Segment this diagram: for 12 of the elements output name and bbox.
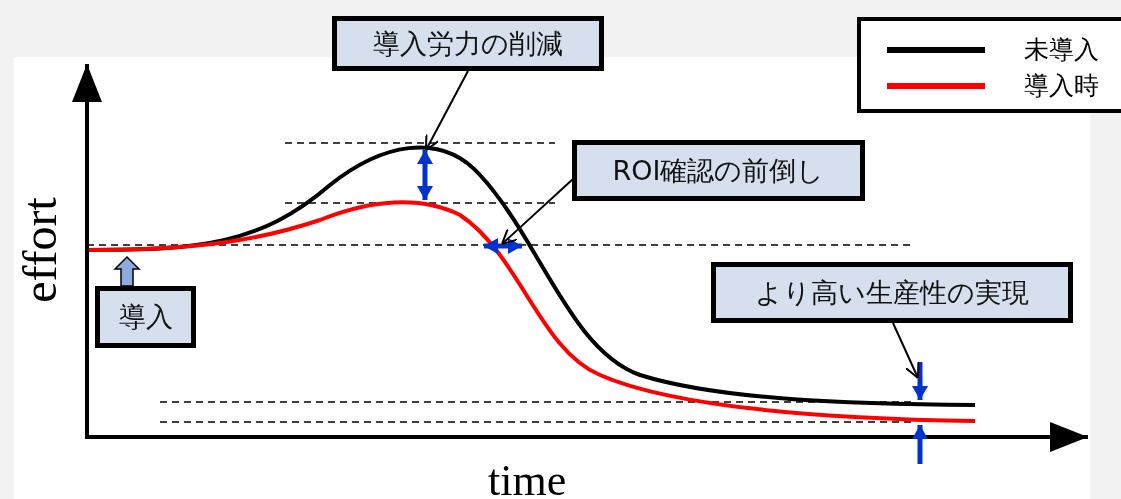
callout-box: 導入 <box>95 286 196 348</box>
block-arrow <box>113 255 141 287</box>
legend-label: 未導入 <box>1024 35 1099 65</box>
axis-label: effort <box>15 197 64 303</box>
callout-box: より高い生産性の実現 <box>711 262 1073 323</box>
leader-line <box>501 178 574 245</box>
leader-line <box>425 70 469 151</box>
callout-box: 導入労力の削減 <box>332 16 604 71</box>
axis-label: time <box>488 459 567 499</box>
leader-line <box>892 322 920 379</box>
callout-box: ROI確認の前倒し <box>572 140 865 201</box>
legend-label: 導入時 <box>1024 71 1099 101</box>
